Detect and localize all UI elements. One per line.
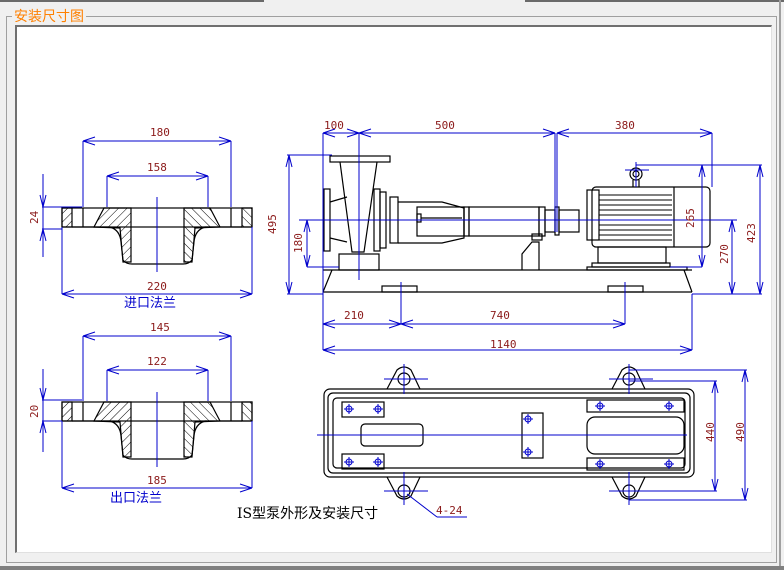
foot-spacing-dim: 740: [490, 309, 510, 322]
inlet-flange-caption: 进口法兰: [124, 296, 176, 311]
window-top-edge-right: [525, 0, 784, 2]
hole-callout: 4-24: [436, 504, 463, 517]
install-dimensions-groupbox: [6, 16, 777, 563]
outlet-outer-diameter-dim: 185: [147, 474, 167, 487]
outlet-bolt-circle-dim: 145: [150, 321, 170, 334]
foot-offset-dim: 210: [344, 309, 364, 322]
bolt-width-dim: 440: [704, 422, 717, 442]
inlet-outer-diameter-dim: 220: [147, 280, 167, 293]
shaft-height-dim: 270: [718, 244, 731, 264]
window-right-edge: [779, 0, 781, 566]
drawing-canvas: 180 158 220 24 进口法兰 145 122 185 20 出口法兰: [15, 25, 772, 553]
outlet-flange-dimensions: [39, 331, 253, 493]
motor-length-dim: 380: [615, 119, 635, 132]
base-width-dim: 490: [734, 422, 747, 442]
outlet-flange-caption: 出口法兰: [110, 491, 162, 506]
inlet-thickness-dim: 24: [28, 210, 41, 224]
drawing-title: IS型泵外形及安装尺寸: [237, 506, 378, 522]
window-top-edge-left: [0, 0, 264, 2]
total-height-dim: 495: [266, 214, 279, 234]
pump-length-dim: 500: [435, 119, 455, 132]
outlet-thickness-dim: 20: [28, 405, 41, 418]
motor-height-dim: 265: [684, 208, 697, 228]
base-length-dim: 1140: [490, 338, 517, 351]
baseplate-plan-dimensions: [317, 364, 749, 518]
inlet-height-dim: 180: [292, 233, 305, 253]
window-bottom-edge: [0, 566, 784, 570]
inlet-flange-dimensions: [39, 136, 253, 299]
pump-side-view: [322, 155, 711, 293]
suction-offset-dim: 100: [324, 119, 344, 132]
groupbox-title: 安装尺寸图: [12, 9, 86, 25]
installation-drawing: 180 158 220 24 进口法兰 145 122 185 20 出口法兰: [28, 119, 764, 522]
motor-total-height-dim: 423: [745, 223, 758, 243]
inlet-bolt-circle-dim: 180: [150, 126, 170, 139]
inlet-raised-face-dim: 158: [147, 161, 167, 174]
baseplate-plan-view: [323, 366, 695, 500]
pump-side-view-dimensions: [285, 128, 764, 355]
outlet-raised-face-dim: 122: [147, 355, 167, 368]
